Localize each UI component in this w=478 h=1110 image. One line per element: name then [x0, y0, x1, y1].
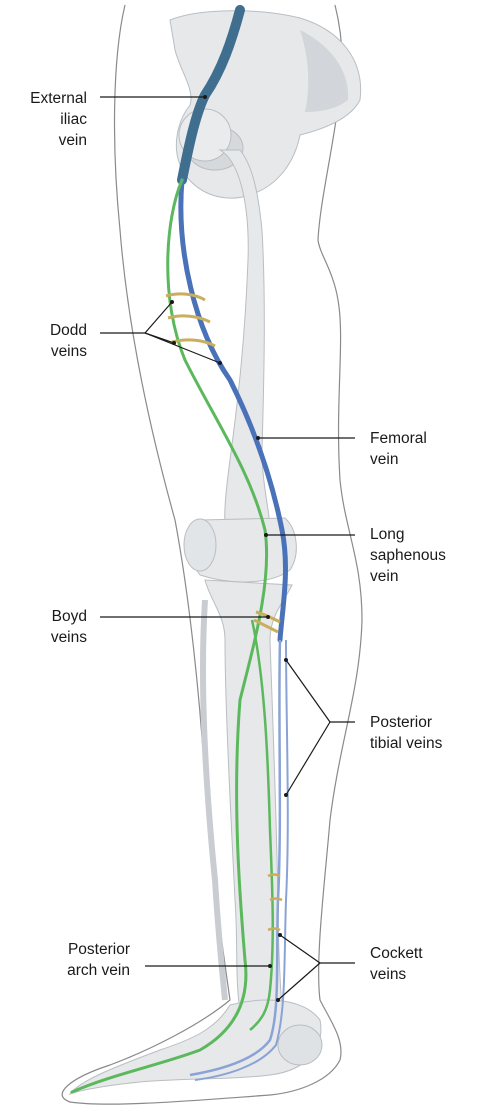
leader-line	[280, 935, 320, 963]
leader-dot	[276, 998, 280, 1002]
leader-dot	[170, 300, 174, 304]
leader-dot	[284, 793, 288, 797]
leader-dot	[278, 933, 282, 937]
label-line: saphenous	[370, 547, 446, 564]
label-line: veins	[51, 629, 87, 646]
label-line: Long	[370, 526, 404, 543]
label-femoral-vein: Femoral vein	[256, 430, 427, 468]
label-line: iliac	[60, 111, 87, 128]
leader-dot	[264, 533, 268, 537]
leader-dot	[203, 95, 207, 99]
leader-dot	[218, 361, 222, 365]
leader-dot	[284, 658, 288, 662]
patella-bone	[184, 519, 216, 571]
label-line: tibial veins	[370, 735, 443, 752]
label-line: Posterior	[370, 714, 432, 731]
label-line: vein	[370, 451, 398, 468]
label-line: arch vein	[67, 962, 130, 979]
label-line: veins	[370, 966, 406, 983]
leader-dot	[268, 964, 272, 968]
label-line: veins	[51, 343, 87, 360]
label-line: vein	[370, 568, 398, 585]
leader-line	[286, 660, 330, 722]
leader-dot	[256, 436, 260, 440]
leader-line	[286, 722, 330, 795]
label-line: Cockett	[370, 945, 423, 962]
label-line: Dodd	[50, 322, 87, 339]
label-line: External	[30, 90, 87, 107]
label-line: Boyd	[52, 608, 87, 625]
leader-dot	[266, 615, 270, 619]
label-line: Femoral	[370, 430, 427, 447]
label-cockett-veins: Cockett veins	[276, 933, 423, 1002]
leader-dot	[172, 341, 176, 345]
label-posterior-tibial-veins: Posterior tibial veins	[284, 658, 443, 797]
label-line: Posterior	[68, 941, 130, 958]
label-line: vein	[59, 132, 87, 149]
